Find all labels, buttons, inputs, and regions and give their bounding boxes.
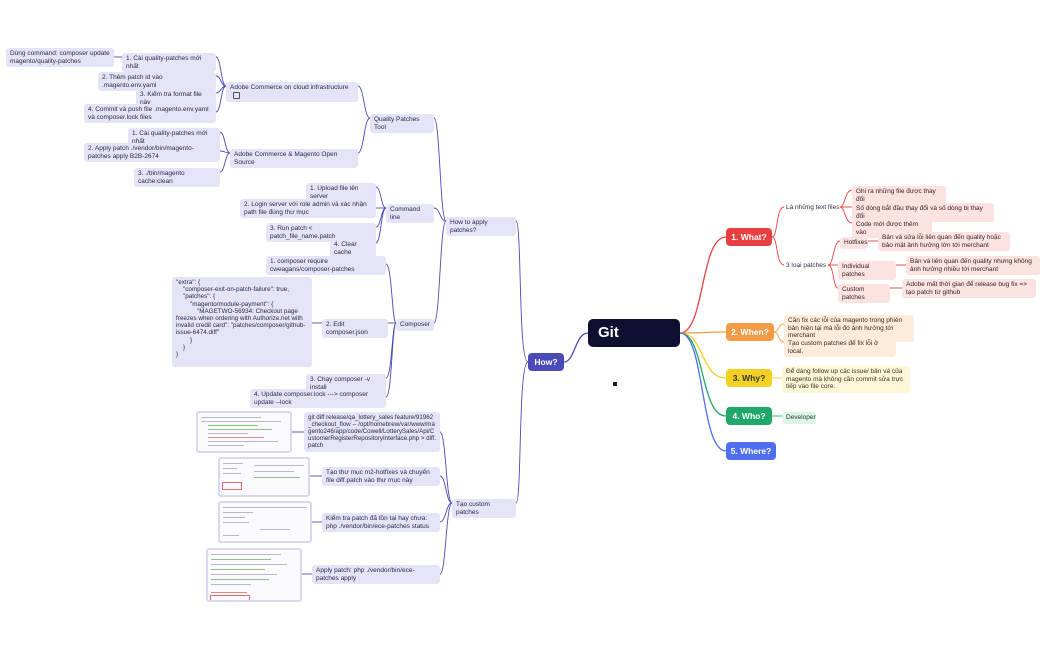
composer-step-1[interactable]: 1. composer require cweagans/composer-pa…	[266, 256, 386, 275]
screenshot-thumbnail-patch-status[interactable]	[218, 501, 312, 543]
what-hotfixes[interactable]: Hotfixes	[840, 237, 868, 249]
cmd-step-2[interactable]: 2. Login server với role admin và xác nh…	[240, 199, 376, 218]
composer-step-2[interactable]: 2. Edit composer.json	[322, 319, 388, 338]
screenshot-thumbnail-hotfixes-folder[interactable]	[218, 457, 310, 497]
what-hotfixes-desc[interactable]: Bản vá sửa lỗi liên quan đến quality hoặ…	[878, 232, 1010, 251]
connector-what-types	[771, 236, 785, 266]
connector-composer-4	[385, 322, 397, 398]
connector-when-2	[773, 331, 785, 343]
what-tf-1[interactable]: Ghi ra những file được thay đổi	[852, 186, 946, 205]
connector-root-where	[679, 332, 727, 452]
connector-cmd-4	[375, 207, 387, 244]
connector-qpt-cloud	[357, 85, 371, 119]
external-link-icon[interactable]	[233, 91, 240, 99]
connector-how-custom	[515, 361, 529, 504]
screenshot-thumbnail-git-diff[interactable]	[196, 411, 292, 453]
connector-open-3	[219, 152, 231, 173]
root-node[interactable]: Git patches	[588, 319, 680, 393]
what-tf-2[interactable]: Số dòng bắt đầu thay đổi và số dòng bị t…	[852, 203, 994, 222]
qpt-cloud-label: Adobe Commerce on cloud infrastructure	[230, 84, 349, 91]
what-three-types[interactable]: 3 loại patches	[786, 262, 827, 269]
open-step-3[interactable]: 3. ./bin/magento cache:clean	[134, 168, 220, 187]
connector-qpt-open	[357, 117, 371, 154]
when-1[interactable]: Cần fix các lỗi của magento trong phiên …	[784, 315, 914, 342]
connector-custom-1	[439, 431, 453, 504]
who-1[interactable]: Developer	[782, 412, 816, 424]
qpt[interactable]: Quality Patches Tool	[370, 114, 434, 133]
connector-open-1	[219, 131, 231, 154]
qpt-cloud[interactable]: Adobe Commerce on cloud infrastructure	[226, 82, 358, 102]
cloud-step-1[interactable]: 1. Cài quality-patches mới nhất	[122, 53, 216, 72]
connector-custom-4	[439, 502, 453, 575]
connector-root-what	[679, 236, 727, 334]
custom-step-4[interactable]: Apply patch: php ./vendor/bin/ece-patche…	[312, 565, 440, 584]
connector-how-apply	[515, 220, 529, 363]
external-link-icon[interactable]	[606, 381, 618, 393]
connector-tf-3	[839, 206, 853, 224]
how-apply[interactable]: How to apply patches?	[446, 217, 516, 236]
what-custom[interactable]: Custom patches	[838, 284, 890, 303]
connector-cloud-4	[215, 85, 227, 113]
how-custom[interactable]: Tạo custom patches	[452, 499, 516, 518]
composer-step-2-code[interactable]: "extra": { "composer-exit-on-patch-failu…	[172, 277, 312, 367]
what-individual-desc[interactable]: Bản vá liên quan đến quality nhưng không…	[906, 256, 1040, 275]
cloud-step-3[interactable]: 3. Kiểm tra format file này	[136, 89, 216, 108]
connector-types-hotfix	[827, 240, 841, 266]
connector-root-why	[679, 332, 727, 379]
branch-what[interactable]: 1. What?	[726, 228, 772, 246]
connector-apply-composer	[433, 220, 447, 324]
qpt-open[interactable]: Adobe Commerce & Magento Open Source	[230, 149, 358, 168]
connector-types-custom	[827, 264, 839, 289]
cloud-step-4[interactable]: 4. Commit và push file .magento.env.yaml…	[84, 104, 216, 123]
connector-apply-cmd	[433, 207, 447, 222]
connector-apply-qpt	[433, 117, 447, 222]
open-step-2[interactable]: 2. Apply patch ./vendor/bin/magento-patc…	[84, 143, 220, 162]
branch-who[interactable]: 4. Who?	[726, 407, 772, 425]
cmd-step-1[interactable]: 1. Upload file lên server	[306, 183, 376, 202]
composer-step-3[interactable]: 3. Chạy composer -v install	[306, 374, 386, 393]
branch-where[interactable]: 5. Where?	[726, 442, 776, 460]
cloud-step-1-note[interactable]: Dùng command: composer update magento/qu…	[6, 48, 114, 67]
cmd[interactable]: Command line	[386, 204, 434, 223]
cmd-step-3[interactable]: 3. Run patch < patch_file_name.patch	[266, 223, 376, 242]
root-title: Git patches	[598, 324, 655, 369]
what-individual[interactable]: Individual patches	[838, 261, 896, 280]
connector-root-how	[563, 332, 589, 363]
connector-tf-1	[839, 189, 853, 208]
composer-step-4[interactable]: 4. Update composer.lock ---> composer up…	[250, 389, 386, 408]
connector-composer-1	[385, 263, 397, 324]
branch-how[interactable]: How?	[528, 353, 564, 371]
what-custom-desc[interactable]: Adobe mất thời gian để release bug fix =…	[902, 279, 1036, 298]
connector-when-1	[773, 323, 785, 333]
connector-cloud-1	[215, 56, 227, 87]
cmd-step-4[interactable]: 4. Clear cache	[330, 239, 376, 258]
when-2[interactable]: Tạo custom patches để fix lỗi ở local.	[784, 338, 896, 357]
custom-step-3[interactable]: Kiểm tra patch đã tồn tại hay chưa: php …	[322, 513, 440, 532]
screenshot-thumbnail-apply-patch[interactable]	[206, 548, 302, 602]
connector-root-who	[679, 332, 727, 417]
open-step-1[interactable]: 1. Cài quality-patches mới nhất	[128, 128, 220, 147]
connector-root-when	[679, 331, 727, 334]
cloud-step-2[interactable]: 2. Thêm patch id vào .magento.env.yaml	[98, 72, 216, 91]
branch-why[interactable]: 3. Why?	[726, 369, 772, 387]
custom-step-2[interactable]: Tạo thư mục m2-hotfixes và chuyển file d…	[322, 467, 440, 486]
branch-when[interactable]: 2. When?	[726, 323, 774, 341]
why-1[interactable]: Để dàng follow up các issue/ bản vá của …	[782, 366, 910, 393]
connector-cmd-1	[375, 186, 387, 209]
custom-step-1[interactable]: git diff release/qa_lottery_sales featur…	[304, 412, 440, 452]
what-text-files[interactable]: Là những text files	[786, 204, 840, 211]
composer[interactable]: Composer	[396, 319, 434, 331]
connector-custom-2	[439, 475, 453, 504]
connector-what-textfiles	[771, 206, 785, 238]
